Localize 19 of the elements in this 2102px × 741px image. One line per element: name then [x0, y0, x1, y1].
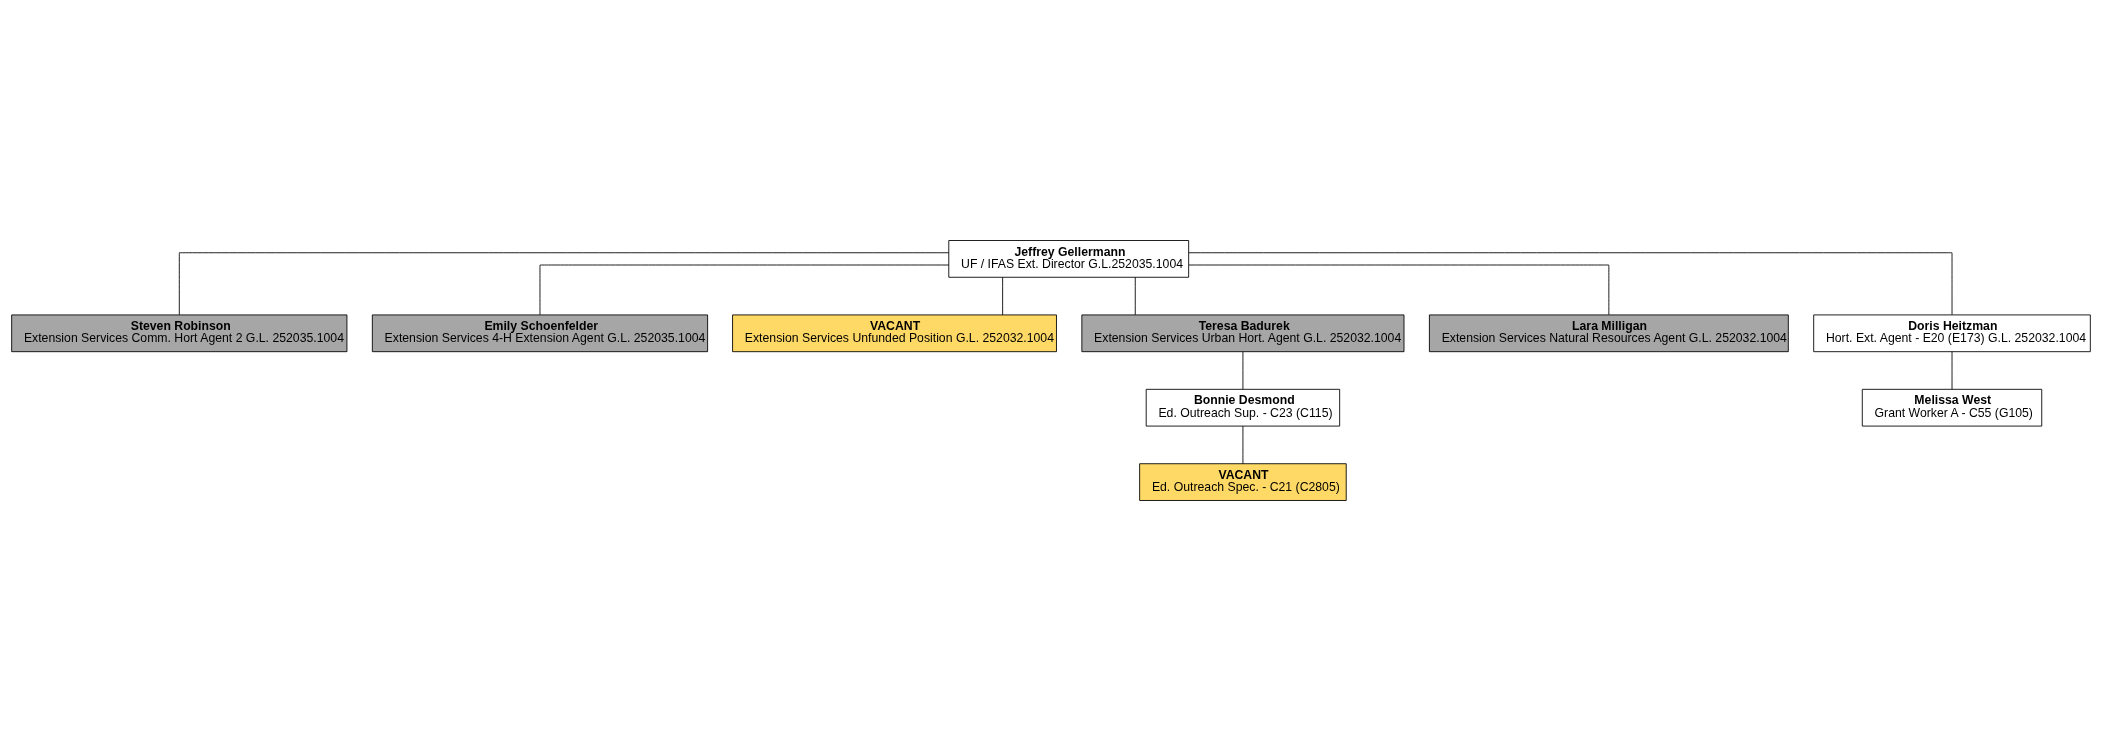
connector	[1188, 252, 1953, 316]
node-box: Steven Robinson Extension Services Comm. Hort Agent 2 G.L. 252035.1004	[11, 314, 348, 353]
node-box: Melissa West Grant Worker A - C55 (G105)	[1861, 388, 2043, 427]
node-box: Teresa Badurek Extension Services Urban Hort. Agent G.L. 252032.1004	[1081, 314, 1405, 353]
connector	[178, 252, 950, 316]
connector	[1134, 276, 1136, 316]
connector	[1951, 351, 1953, 390]
connector	[1242, 425, 1244, 465]
node-box: VACANT Extension Services Unfunded Position G.L. 252032.1004	[732, 314, 1057, 353]
connector	[1002, 276, 1004, 316]
connector	[1188, 264, 1610, 316]
node-box: VACANT Ed. Outreach Spec. - C21 (C2805)	[1139, 463, 1347, 501]
connector	[1242, 351, 1244, 390]
node-box: Bonnie Desmond Ed. Outreach Sup. - C23 (C115)	[1145, 388, 1341, 427]
connector	[539, 264, 950, 316]
node-box: Lara Milligan Extension Services Natural Resources Agent G.L. 252032.1004	[1428, 314, 1789, 353]
node-box: Doris Heitzman Hort. Ext. Agent - E20 (E173) G.L. 252032.1004	[1813, 314, 2091, 353]
node-box: Jeffrey Gellermann UF / IFAS Ext. Director G.L.252035.1004	[948, 240, 1190, 278]
node-box: Emily Schoenfelder Extension Services 4-H Extension Agent G.L. 252035.1004	[371, 314, 709, 353]
